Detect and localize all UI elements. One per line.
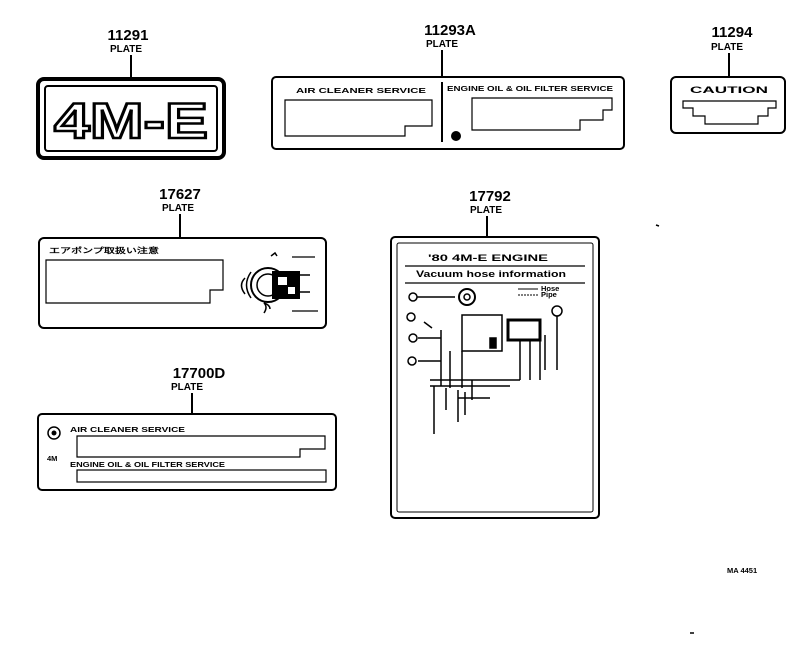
- part-number-17792: 17792: [469, 188, 511, 205]
- swirl-icon: [263, 302, 271, 314]
- part-label-17792: PLATE: [470, 205, 502, 216]
- part-number-11291: 11291: [108, 27, 149, 44]
- caution-text: CAUTION: [690, 85, 768, 95]
- part-11293a: 11293A PLATE AIR CLEANER SERVICE ENGINE …: [271, 22, 625, 150]
- figure-code: MA 4451: [727, 566, 757, 575]
- part-11294: 11294 PLATE CAUTION: [670, 24, 786, 134]
- part-label-11294: PLATE: [711, 42, 743, 53]
- blank-write-area: [45, 259, 224, 304]
- engine-oil-service-label: ENGINE OIL & OIL FILTER SERVICE: [447, 84, 613, 93]
- air-cleaner-service-label: AIR CLEANER SERVICE: [70, 425, 185, 434]
- air-filter-icon: [47, 426, 61, 440]
- part-number-17700d: 17700D: [173, 365, 226, 382]
- plate-4me-text: 4M-E: [54, 93, 208, 149]
- part-17792: 17792 PLATE '80 4M-E ENGINE Vacuum hose …: [390, 188, 600, 519]
- air-cleaner-service-label: AIR CLEANER SERVICE: [296, 86, 426, 95]
- plate-inner-border: [396, 242, 594, 513]
- engine-title: '80 4M-E ENGINE: [428, 253, 548, 263]
- part-label-17700d: PLATE: [171, 382, 203, 393]
- air-pump-icon: [240, 267, 310, 303]
- engine-oil-service-label: ENGINE OIL & OIL FILTER SERVICE: [70, 460, 225, 469]
- blank-write-area: [76, 469, 327, 483]
- part-number-17627: 17627: [159, 186, 201, 203]
- part-number-11293a: 11293A: [424, 22, 476, 39]
- legend-hose-label: Hose: [541, 284, 559, 293]
- plate-outline: [670, 76, 786, 134]
- part-11291: 11291 PLATE 4M-E: [36, 27, 226, 160]
- plate-outline: [37, 413, 337, 491]
- stray-mark: [655, 224, 660, 227]
- plate-outline: [271, 76, 625, 150]
- part-number-11294: 11294: [712, 24, 754, 41]
- part-17700d: 17700D PLATE AIR CLEANER SERVICE 4M ENGI…: [37, 365, 337, 491]
- legend-pipe-label: Pipe: [541, 290, 557, 299]
- vacuum-hose-diagram: [406, 288, 563, 434]
- part-17627: 17627 PLATE エアポンプ取扱い注意: [38, 186, 327, 329]
- blank-write-area: [471, 97, 613, 131]
- air-filter-icon-center: [51, 430, 57, 436]
- plate-outline: [390, 236, 600, 519]
- blank-write-area: [76, 435, 326, 458]
- part-label-11291: PLATE: [110, 44, 142, 55]
- blank-write-area: [284, 99, 433, 137]
- part-label-17627: PLATE: [162, 203, 194, 214]
- air-pump-caution-label: エアポンプ取扱い注意: [49, 245, 160, 255]
- engine-code-label: 4M: [47, 454, 57, 463]
- arrow-icon: [270, 251, 278, 257]
- oil-symbol-icon: [451, 131, 461, 141]
- plate-outline: [36, 77, 226, 160]
- plate-inner-border: [44, 85, 218, 152]
- vacuum-hose-subtitle: Vacuum hose information: [416, 269, 566, 279]
- plate-outline: [38, 237, 327, 329]
- blank-write-area: [682, 100, 777, 125]
- part-label-11293a: PLATE: [426, 39, 458, 50]
